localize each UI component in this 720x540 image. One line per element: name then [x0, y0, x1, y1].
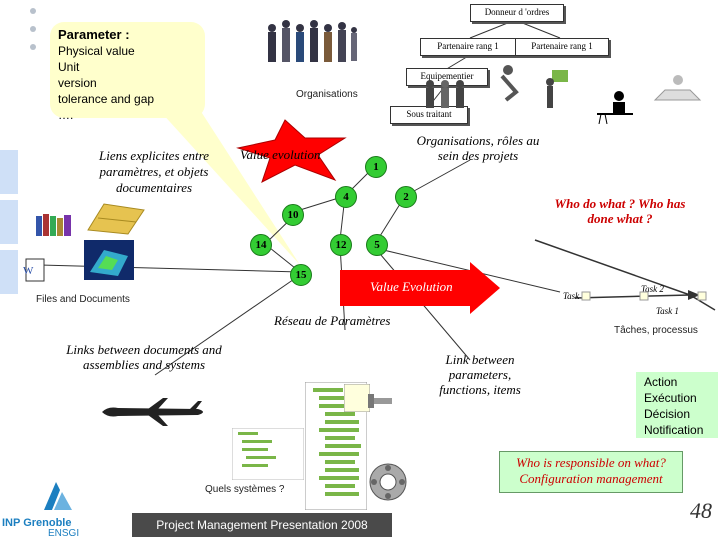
side-strip	[0, 250, 18, 294]
who-responsible-box: Who is responsible on what? Configuratio…	[499, 451, 683, 493]
organisations-label: Organisations	[296, 89, 358, 100]
task-checkbox-icons	[581, 291, 707, 301]
reseau-label: Réseau de Paramètres	[274, 313, 391, 328]
network-node[interactable]: 12	[330, 234, 352, 256]
parameter-line: Physical value	[58, 44, 135, 58]
side-strip	[0, 200, 18, 244]
parameter-line: version	[58, 76, 97, 90]
taches-processus-label: Tâches, processus	[614, 325, 698, 336]
network-node[interactable]: 5	[366, 234, 388, 256]
task1-label: Task 1	[656, 306, 679, 316]
airplane-image	[102, 398, 203, 426]
arrowhead	[688, 290, 700, 300]
action-item: Notification	[644, 423, 704, 437]
who-do-what-label: Who do what ? Who has done what ?	[554, 196, 686, 226]
task2-label: Task 2	[641, 284, 664, 294]
value-evolution-star	[236, 119, 347, 184]
action-list: Action Exécution Décision Notification	[636, 372, 718, 438]
organisations-roles-label: Organisations, rôles au sein des projets	[416, 133, 540, 163]
cad-part-image	[87, 203, 145, 235]
task-chain	[689, 294, 716, 311]
network-node[interactable]: 15	[290, 264, 312, 286]
footer-bar: Project Management Presentation 2008	[132, 513, 392, 537]
people-group-image	[268, 20, 357, 62]
donneur-box: Donneur d 'ordres	[470, 4, 564, 22]
network-node[interactable]: 1	[365, 156, 387, 178]
logo-top-text: INP Grenoble	[2, 517, 72, 529]
action-item: Décision	[644, 407, 691, 421]
presenter-icon	[546, 70, 568, 108]
parameter-line: Unit	[58, 60, 80, 74]
fem-mesh-image	[84, 240, 134, 280]
desk-worker-icon	[597, 91, 633, 124]
link-parameters-label: Link between parameters, functions, item…	[439, 352, 521, 397]
network-node[interactable]: 2	[395, 186, 417, 208]
org-line	[469, 19, 516, 39]
books-icon	[36, 214, 71, 236]
edge	[404, 159, 471, 197]
org-line	[514, 19, 561, 39]
worker-icon	[500, 65, 519, 102]
parameter-callout: Parameter : Physical value Unit version …	[50, 22, 205, 122]
org-line	[444, 54, 471, 71]
page-number: 48	[690, 498, 712, 523]
task-chain	[534, 239, 691, 296]
network-node[interactable]: 14	[250, 234, 272, 256]
side-strip	[0, 150, 18, 194]
quels-systemes-label: Quels systèmes ?	[205, 484, 285, 495]
computer-desk-icon	[653, 75, 702, 101]
liens-explicites-label: Liens explicites entre paramètres, et ob…	[99, 148, 209, 195]
bolt-part-image	[368, 394, 392, 408]
network-node[interactable]: 10	[282, 204, 304, 226]
task3-label: Task 3	[563, 291, 586, 301]
action-item: Exécution	[644, 391, 697, 405]
action-item: Action	[644, 375, 678, 389]
word-document-icon: W	[23, 258, 45, 282]
logo-bottom-text: ENSGI	[48, 528, 80, 539]
edge	[154, 274, 301, 376]
value-evolution-arrow	[340, 262, 500, 314]
svg-text:W: W	[23, 265, 34, 277]
people-meeting-icon	[426, 80, 464, 108]
who-responsible-label: Who is responsible on what? Configuratio…	[516, 455, 666, 486]
files-documents-label: Files and Documents	[36, 294, 130, 305]
partenaire-box-2: Partenaire rang 1	[515, 38, 609, 56]
network-node[interactable]: 4	[335, 186, 357, 208]
value-evolution-arrow-label: Value Evolution	[370, 279, 453, 294]
edge	[39, 264, 301, 273]
partenaire-box-1: Partenaire rang 1	[420, 38, 516, 56]
parameter-title: Parameter :	[58, 27, 130, 42]
bearing-image	[369, 463, 407, 501]
slide-bullets	[30, 8, 38, 62]
parameter-line: tolerance and gap	[58, 92, 155, 106]
inp-grenoble-logo-icon	[44, 482, 72, 510]
links-documents-label: Links between documents and assemblies a…	[66, 342, 222, 372]
small-tree-image	[232, 428, 304, 480]
value-evolution-star-label: Value evolution	[240, 147, 321, 162]
callout-pointer	[150, 100, 300, 265]
parameter-line: ….	[58, 108, 74, 122]
tree-panel-image	[344, 384, 370, 412]
task-chain	[574, 294, 691, 299]
